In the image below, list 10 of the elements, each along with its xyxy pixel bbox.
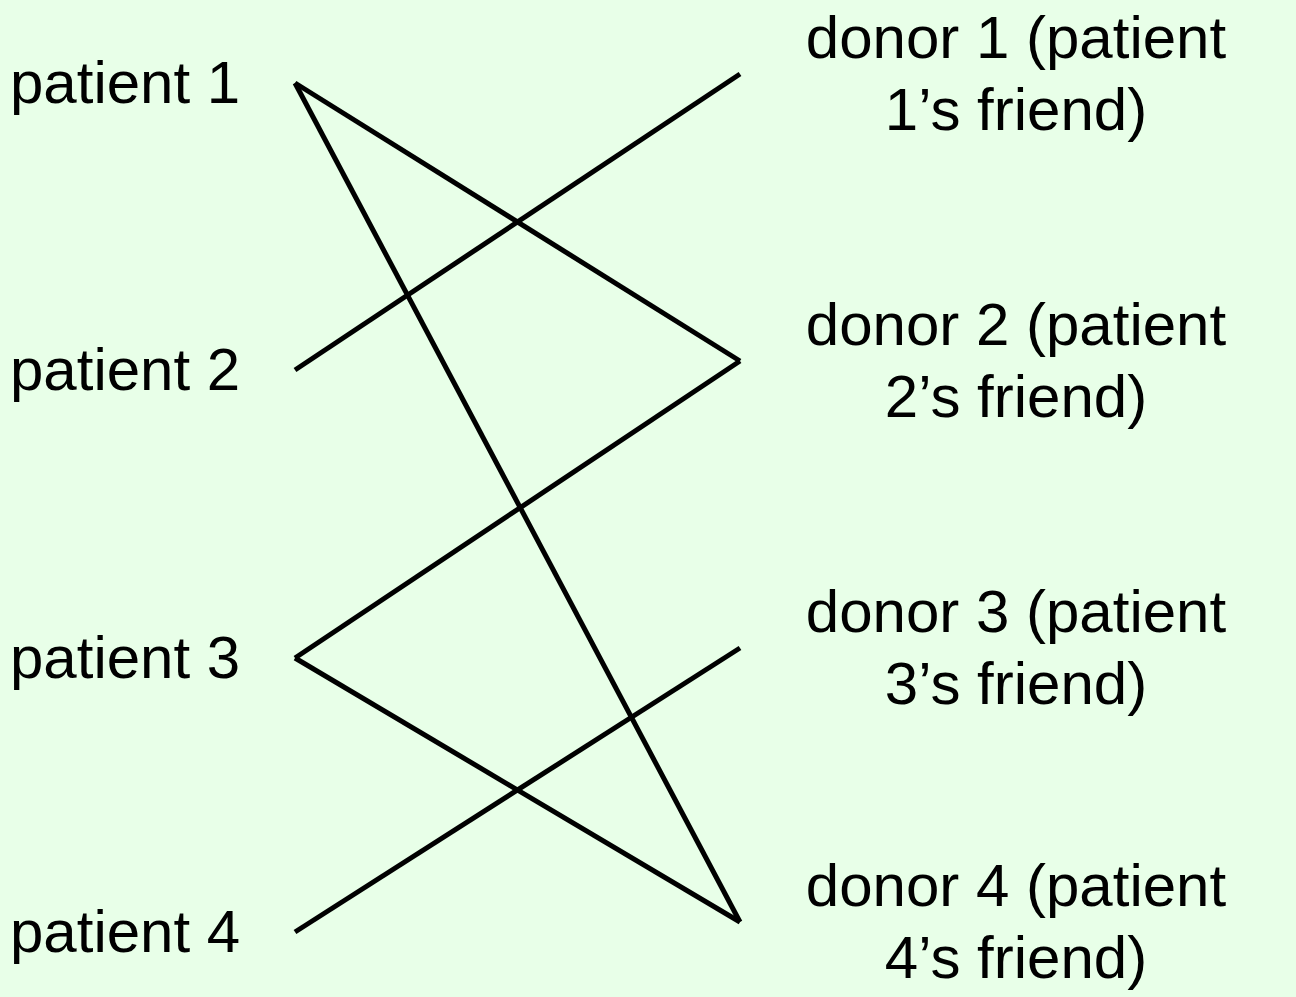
donor-label: donor 4 (patient 4’s friend) [804,851,1228,993]
connector-line [292,81,743,924]
patient-label: patient 2 [10,335,241,405]
connector-line [293,358,742,661]
patient-label: patient 3 [10,623,241,693]
patient-label: patient 1 [10,48,241,118]
donor-label: donor 1 (patient 1’s friend) [804,3,1228,145]
patient-label: patient 4 [10,897,241,967]
donor-label: donor 3 (patient 3’s friend) [804,577,1228,719]
donor-label: donor 2 (patient 2’s friend) [804,290,1228,432]
